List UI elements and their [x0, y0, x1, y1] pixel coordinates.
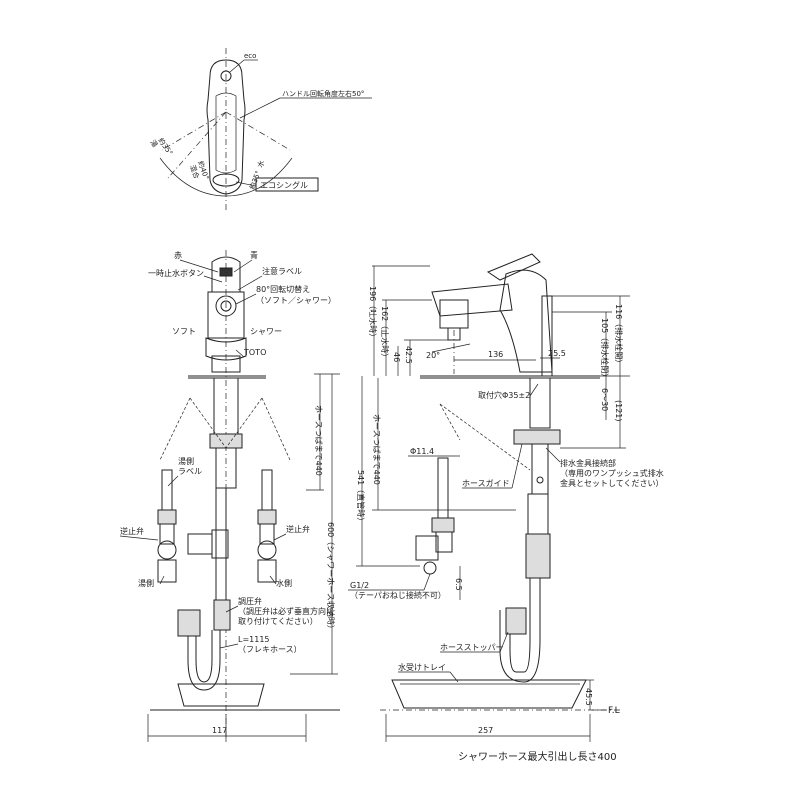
- g12-label: G1/2: [350, 581, 369, 590]
- blue-label: 青: [250, 250, 258, 260]
- drain-note-line2: 金具とセットしてください）: [560, 478, 664, 488]
- top-view: eco ハンドル回転角度左右50° 湯 約35° 混合 約40° 水 約35° …: [148, 48, 372, 210]
- wall-541-label: 541（直管時）: [356, 470, 366, 525]
- toto-label: TOTO: [243, 348, 266, 357]
- angle-20-label: 20°: [426, 351, 440, 360]
- drain-fitting-label: 排水金具接続部: [560, 458, 616, 468]
- hot-side-label-line1: 湯側: [178, 456, 194, 466]
- red-label: 赤: [174, 251, 182, 260]
- dim-117-label: 117: [212, 726, 227, 735]
- spout-196-label: 196（吐水時）: [368, 286, 378, 341]
- check-valve-left-label: 逆止弁: [120, 526, 144, 536]
- eco-single-label: エコシングル: [260, 180, 308, 190]
- front-hose-440-label: ホースつばまで440: [314, 405, 323, 476]
- shower-label: シャワー: [250, 327, 282, 336]
- dim-455-label: 45.5: [584, 688, 593, 706]
- spout-162-label: 162（止水時）: [380, 306, 390, 361]
- check-valve-right-label: 逆止弁: [286, 524, 310, 534]
- fl-label: F.L: [608, 706, 620, 716]
- handle-rotation-label: ハンドル回転角度左右50°: [282, 89, 364, 98]
- pressure-note-line1: （調圧弁は必ず垂直方向に: [238, 606, 334, 616]
- hot-label: 湯: [148, 138, 159, 149]
- hot-angle-label: 約35°: [156, 136, 175, 157]
- dia-114-label: Φ11.4: [410, 447, 434, 456]
- dim-136-label: 136: [488, 350, 503, 359]
- caution-label: 注意ラベル: [262, 266, 302, 276]
- hot-side-label-line2: ラベル: [178, 467, 202, 476]
- stop-button-label: 一時止水ボタン: [148, 268, 204, 278]
- flexi-hose-label: （フレキホース）: [238, 645, 302, 654]
- soft-shower-label: （ソフト／シャワー）: [256, 296, 336, 305]
- pressure-valve-label: 調圧弁: [238, 596, 262, 606]
- pressure-note-line2: 取り付けてください）: [238, 616, 318, 626]
- hose-storage-600-label: 600（シャワーホース収納時）: [326, 522, 336, 633]
- mount-hole-label: 取付穴Φ35±2: [478, 390, 530, 400]
- cold-side-label: 水側: [276, 578, 292, 588]
- soft-label: ソフト: [172, 327, 196, 336]
- dim-257-label: 257: [478, 726, 493, 735]
- dim-255-label: 25.5: [548, 349, 566, 358]
- front-view: 赤 青 一時止水ボタン 注意ラベル 80°回転切替え （ソフト／シャワー） ソフ…: [119, 250, 340, 742]
- dim-46-label: 46: [392, 352, 401, 362]
- cold-label: 水: [255, 159, 266, 169]
- side-hose-440-label: ホースつばまで440: [372, 414, 381, 485]
- dim-121-label: (121): [614, 400, 623, 422]
- dim-6-30-label: 6～30: [600, 388, 609, 411]
- hot-side-label: 湯側: [138, 578, 154, 588]
- taper-note-label: （テーパおねじ接続不可）: [350, 590, 446, 600]
- switch-80-label: 80°回転切替え: [256, 284, 310, 294]
- hose-guide-label: ホースガイド: [462, 478, 510, 488]
- eco-label: eco: [244, 52, 256, 60]
- side-view: 20° 136 25.5 196（吐水時） 162（止水時） 46 42.5 1…: [348, 253, 664, 763]
- drain-note-line1: （専用のワンプッシュ式排水: [560, 468, 664, 478]
- flexi-length-label: L=1115: [238, 635, 270, 644]
- drain-116-label: 116（排水栓開）: [614, 304, 624, 367]
- drain-105-label: 105（排水栓閉）: [600, 318, 610, 381]
- shower-max-label: シャワーホース最大引出し長さ400: [458, 750, 617, 763]
- hose-stopper-label: ホースストッパー: [440, 643, 504, 652]
- dim-425-label: 42.5: [404, 346, 413, 364]
- water-tray-label: 水受けトレイ: [398, 662, 446, 672]
- dim-65-label: 6.5: [454, 578, 463, 591]
